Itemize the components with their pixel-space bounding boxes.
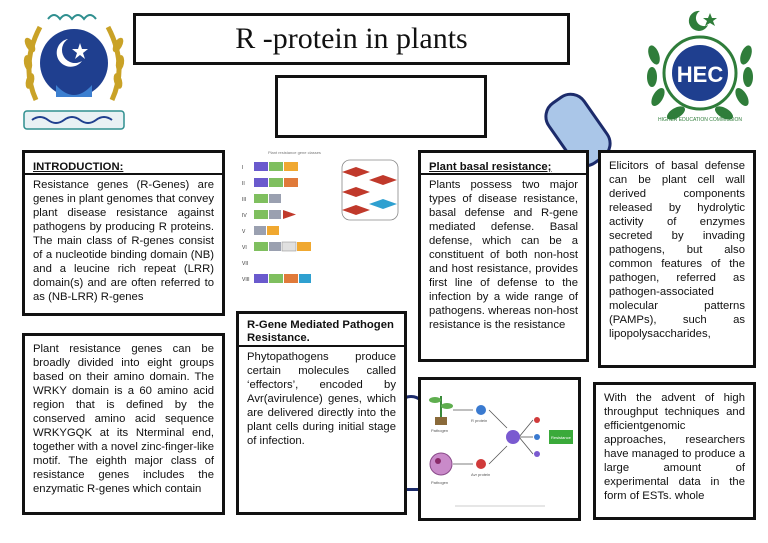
svg-text:I: I — [242, 165, 243, 171]
elicitors-text: Elicitors of basal defense can be plant … — [609, 160, 745, 340]
elicitors-box: Elicitors of basal defense can be plant … — [598, 150, 756, 368]
svg-text:VI: VI — [242, 245, 247, 251]
svg-text:V: V — [242, 229, 246, 235]
hec-ring-text: HIGHER EDUCATION COMMISSION — [658, 117, 742, 123]
svg-text:Plant resistance gene classes: Plant resistance gene classes — [268, 150, 321, 155]
rgene-resistance-box: R-Gene Mediated Pathogen Resistance. Phy… — [236, 311, 407, 515]
star-icon — [703, 13, 717, 26]
protein-icons — [476, 405, 540, 469]
poster-title: R -protein in plants — [235, 22, 468, 55]
svg-text:III: III — [242, 197, 246, 203]
basal-heading: Plant basal resistance; — [429, 161, 552, 173]
star-icon — [72, 43, 88, 59]
resistance-classes-box: Plant resistance genes can be broadly di… — [22, 333, 225, 515]
basal-resistance-box: Plant basal resistance; Plants possess t… — [418, 150, 589, 362]
basal-text: Plants possess two major types of diseas… — [429, 179, 578, 331]
crescent-icon — [688, 10, 708, 31]
svg-text:II: II — [242, 181, 245, 187]
introduction-box: INTRODUCTION: Resistance genes (R-Genes)… — [22, 150, 225, 316]
resistance-classes-text: Plant resistance genes can be broadly di… — [33, 343, 214, 495]
emblem-circle-icon — [40, 29, 108, 97]
diamond-domain-icons — [341, 159, 399, 221]
author-placeholder-box — [275, 75, 487, 138]
hec-globe-icon — [672, 45, 728, 101]
svg-text:Avr protein: Avr protein — [471, 472, 490, 477]
introduction-heading: INTRODUCTION: — [33, 161, 124, 173]
crescent-icon — [56, 39, 82, 67]
wreath-icon — [647, 45, 753, 120]
svg-text:Pathogen: Pathogen — [431, 480, 448, 485]
plant-icon — [429, 396, 453, 425]
svg-text:IV: IV — [242, 213, 247, 219]
introduction-text: Resistance genes (R-Genes) are genes in … — [33, 179, 214, 303]
urdu-calligraphy-icon — [47, 14, 97, 21]
resistance-output-icon — [549, 430, 573, 444]
pathogen-cell-icon — [429, 452, 453, 476]
hec-letters: HEC — [677, 62, 724, 87]
svg-text:VII: VII — [242, 261, 248, 267]
wreath-icon — [23, 25, 125, 102]
advent-box: With the advent of high throughput techn… — [593, 382, 756, 520]
advent-text: With the advent of high throughput techn… — [604, 392, 745, 502]
svg-text:R protein: R protein — [471, 418, 487, 423]
pathogen-diagram-box: Pathogen Pathogen R protein Avr protein … — [418, 377, 581, 521]
hec-logo: HEC HIGHER EDUCATION COMMISSION — [640, 5, 760, 130]
university-logo — [18, 5, 130, 137]
rgene-heading: R-Gene Mediated Pathogen Resistance. — [247, 319, 394, 344]
svg-text:Pathogen: Pathogen — [431, 428, 448, 433]
svg-text:VIII: VIII — [242, 277, 250, 283]
domain-boxes — [254, 162, 311, 283]
svg-text:Resistance: Resistance — [551, 435, 572, 440]
poster-title-box: R -protein in plants — [133, 13, 570, 65]
rgene-text: Phytopathogens produce certain molecules… — [247, 351, 396, 447]
